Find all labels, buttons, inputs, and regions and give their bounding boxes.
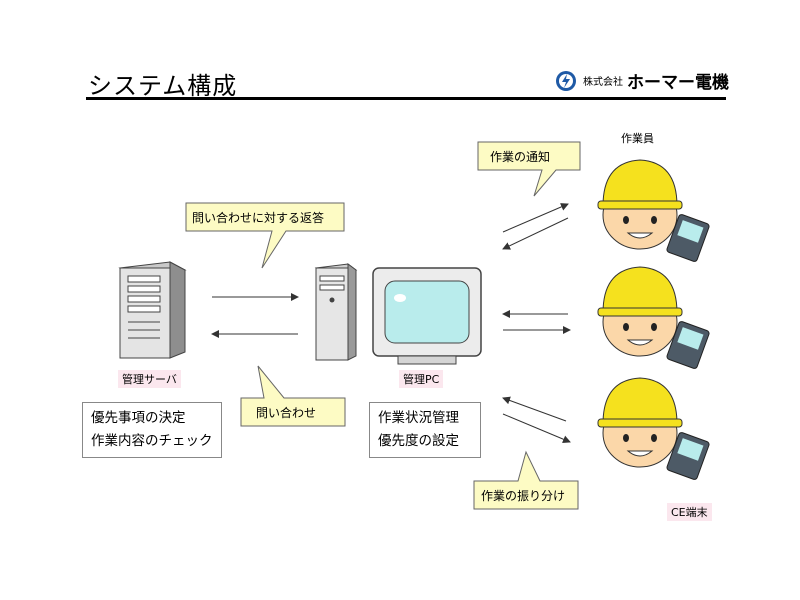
bubble-assign-text: 作業の振り分け [481, 489, 566, 503]
pc-role-line-1: 作業状況管理 [378, 410, 459, 426]
pc-label: 管理PC [399, 370, 444, 388]
page-title: システム構成 [88, 72, 238, 100]
bubble-reply-text: 問い合わせに対する返答 [192, 211, 325, 225]
server-role-box: 優先事項の決定 作業内容のチェック [82, 402, 222, 458]
bubble-inquiry-text: 問い合わせ [256, 406, 317, 420]
worker-3-icon [597, 377, 710, 480]
title-underline [86, 97, 726, 100]
pc-role-line-2: 優先度の設定 [378, 433, 459, 449]
server-icon [118, 261, 187, 359]
bubble-notify-text: 作業の通知 [490, 150, 551, 164]
workers-label: 作業員 [621, 132, 654, 145]
company-logo: 株式会社 ホーマー電機 [555, 68, 729, 93]
server-label: 管理サーバ [118, 370, 181, 388]
bubble-assign [473, 450, 579, 510]
terminal-label: CE端末 [667, 503, 712, 521]
company-name: ホーマー電機 [627, 73, 729, 93]
pc-role-box: 作業状況管理 優先度の設定 [369, 402, 481, 458]
pc-tower-icon [314, 263, 358, 361]
arrow-pc-to-worker3 [502, 413, 571, 443]
server-role-line-1: 優先事項の決定 [91, 410, 186, 426]
server-role-line-2: 作業内容のチェック [91, 433, 213, 449]
worker-2-icon [597, 266, 710, 369]
arrow-worker3-to-pc [502, 396, 567, 422]
arrow-pc-to-worker1 [502, 203, 569, 233]
worker-1-icon [597, 159, 710, 262]
monitor-icon [372, 267, 482, 365]
company-type: 株式会社 [583, 77, 623, 88]
company-logo-icon [556, 70, 576, 91]
bubble-notify [477, 141, 581, 197]
arrow-worker1-to-pc [502, 217, 569, 250]
bubble-inquiry [240, 365, 346, 427]
bubble-reply [185, 202, 345, 269]
